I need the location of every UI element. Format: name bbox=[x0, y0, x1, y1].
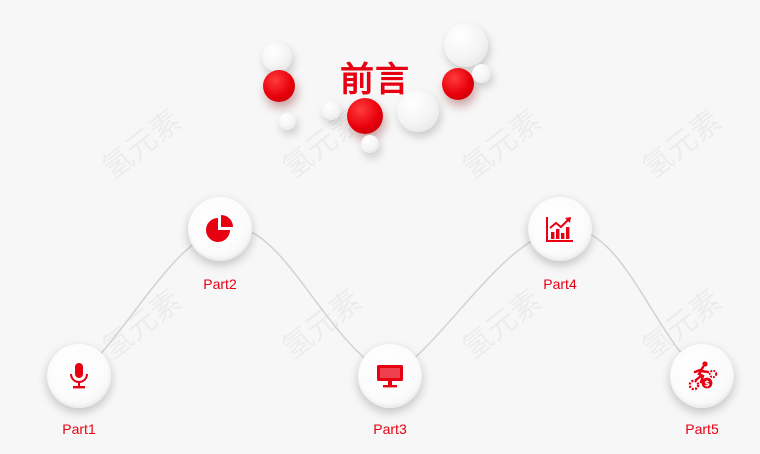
part5-node[interactable]: $ bbox=[670, 344, 734, 408]
page-title: 前言 bbox=[340, 60, 410, 100]
part2-label: Part2 bbox=[203, 276, 237, 292]
microphone-icon bbox=[70, 363, 88, 389]
pie-chart-icon bbox=[206, 215, 233, 242]
decorative-bubble bbox=[262, 42, 292, 72]
decorative-bubble bbox=[442, 68, 474, 100]
decorative-bubble bbox=[263, 70, 295, 102]
running-person-gears-icon: $ bbox=[688, 361, 718, 391]
svg-text:$: $ bbox=[704, 379, 710, 388]
growth-chart-icon bbox=[546, 217, 573, 242]
decorative-bubble bbox=[397, 90, 439, 132]
part2-node[interactable] bbox=[188, 197, 252, 261]
decorative-bubble bbox=[444, 23, 488, 67]
monitor-icon bbox=[377, 365, 403, 388]
part1-node[interactable] bbox=[47, 344, 111, 408]
part1-label: Part1 bbox=[62, 421, 96, 437]
part3-node[interactable] bbox=[358, 344, 422, 408]
decorative-bubble bbox=[322, 101, 341, 120]
part4-label: Part4 bbox=[543, 276, 577, 292]
decorative-bubble bbox=[361, 135, 379, 153]
part5-label: Part5 bbox=[685, 421, 719, 437]
part4-node[interactable] bbox=[528, 197, 592, 261]
part3-label: Part3 bbox=[373, 421, 407, 437]
decorative-bubble bbox=[279, 113, 296, 130]
decorative-bubble bbox=[347, 98, 383, 134]
decorative-bubble bbox=[472, 64, 491, 83]
